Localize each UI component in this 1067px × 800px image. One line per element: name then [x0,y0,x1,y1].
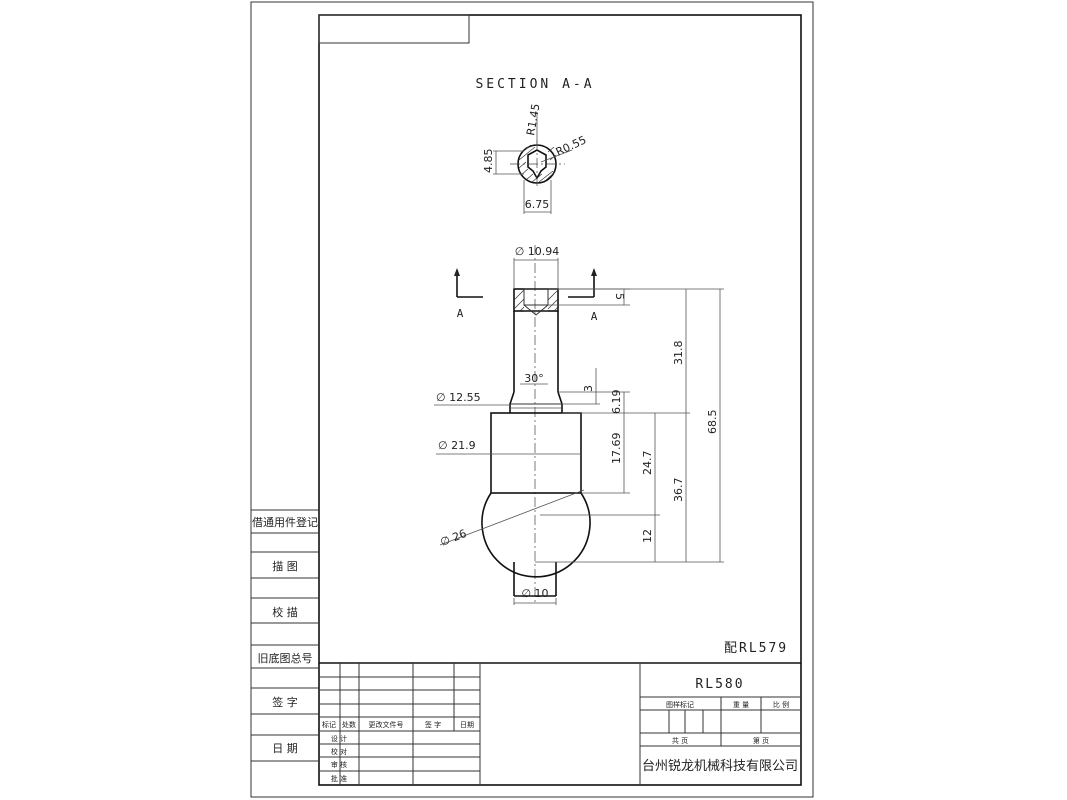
role-approve: 批 准 [331,774,347,783]
dim-neck-diameter: ∅ 12.55 [436,391,481,404]
rev-header-date: 日期 [460,721,474,729]
dim-lower-length: 36.7 [672,478,685,503]
dimension-lines: ∅ 10.94 5 31.8 68.5 36.7 24.7 12 30° 3 [434,245,724,605]
rev-header-mark: 标记 [322,720,336,729]
mate-note: 配RL579 [724,641,788,656]
company-name: 台州锐龙机械科技有限公司 [642,759,798,774]
role-check: 校 对 [331,747,347,756]
dim-step-height: 6.19 [610,390,623,415]
section-title: SECTION A-A [475,77,594,92]
dim-shank-diameter: ∅ 10 [521,587,548,600]
dim-ball-lower: 12 [641,529,654,543]
section-markers: A A [454,268,598,323]
rev-header-count: 处数 [342,720,356,729]
outer-border [250,1,814,798]
dim-chamfer-height: 3 [582,385,595,392]
left-panel: 借通用件登记 描 图 校 描 旧底图总号 签 字 日 期 [251,509,319,762]
rev-header-file: 更改文件号 [369,720,404,729]
role-design: 设 计 [331,734,347,743]
dim-section-r: R1.45 [524,103,542,137]
section-view: R1.45 R0.55 4.85 6.75 [482,103,588,214]
main-part-view [481,245,591,605]
panel-label-old-number: 旧底图总号 [258,651,313,665]
section-marker-left: A [457,307,464,320]
panel-label-date: 日 期 [272,742,298,755]
rev-header-sign: 签 字 [425,720,441,729]
dim-ball-diameter: ∅ 26 [438,527,468,549]
panel-label-trace: 描 图 [272,559,298,573]
top-left-box [318,14,470,44]
dim-body-diameter: ∅ 21.9 [438,439,476,452]
part-number: RL580 [695,677,744,692]
dim-top-diameter: ∅ 10.94 [515,245,560,258]
sheet-total: 共 页 [672,736,688,745]
section-marker-right: A [591,310,598,323]
role-review: 审 核 [331,760,347,769]
panel-label-register: 借通用件登记 [252,515,318,529]
dim-section-chamfer: R0.55 [554,133,589,158]
dim-ball-center: 24.7 [641,451,654,476]
dim-neck-length: 31.8 [672,341,685,366]
header-drawing-mark: 图样标记 [666,700,694,709]
panel-label-check: 校 描 [272,605,298,619]
dim-body-height: 17.69 [610,433,623,465]
header-scale: 比 例 [773,700,789,709]
dim-total-length: 68.5 [706,410,719,435]
dim-chamfer-angle: 30° [524,372,544,385]
header-weight: 重 量 [733,701,749,709]
panel-label-signature: 签 字 [272,695,298,709]
sheet-number: 第 页 [753,736,769,745]
dim-section-height: 4.85 [482,149,495,174]
dim-section-width: 6.75 [525,198,550,211]
title-block: 标记 处数 更改文件号 签 字 日期 设 计 校 对 审 核 批 准 RL580… [319,662,801,785]
inner-border [318,14,802,786]
dim-hole-depth: 5 [613,293,626,300]
